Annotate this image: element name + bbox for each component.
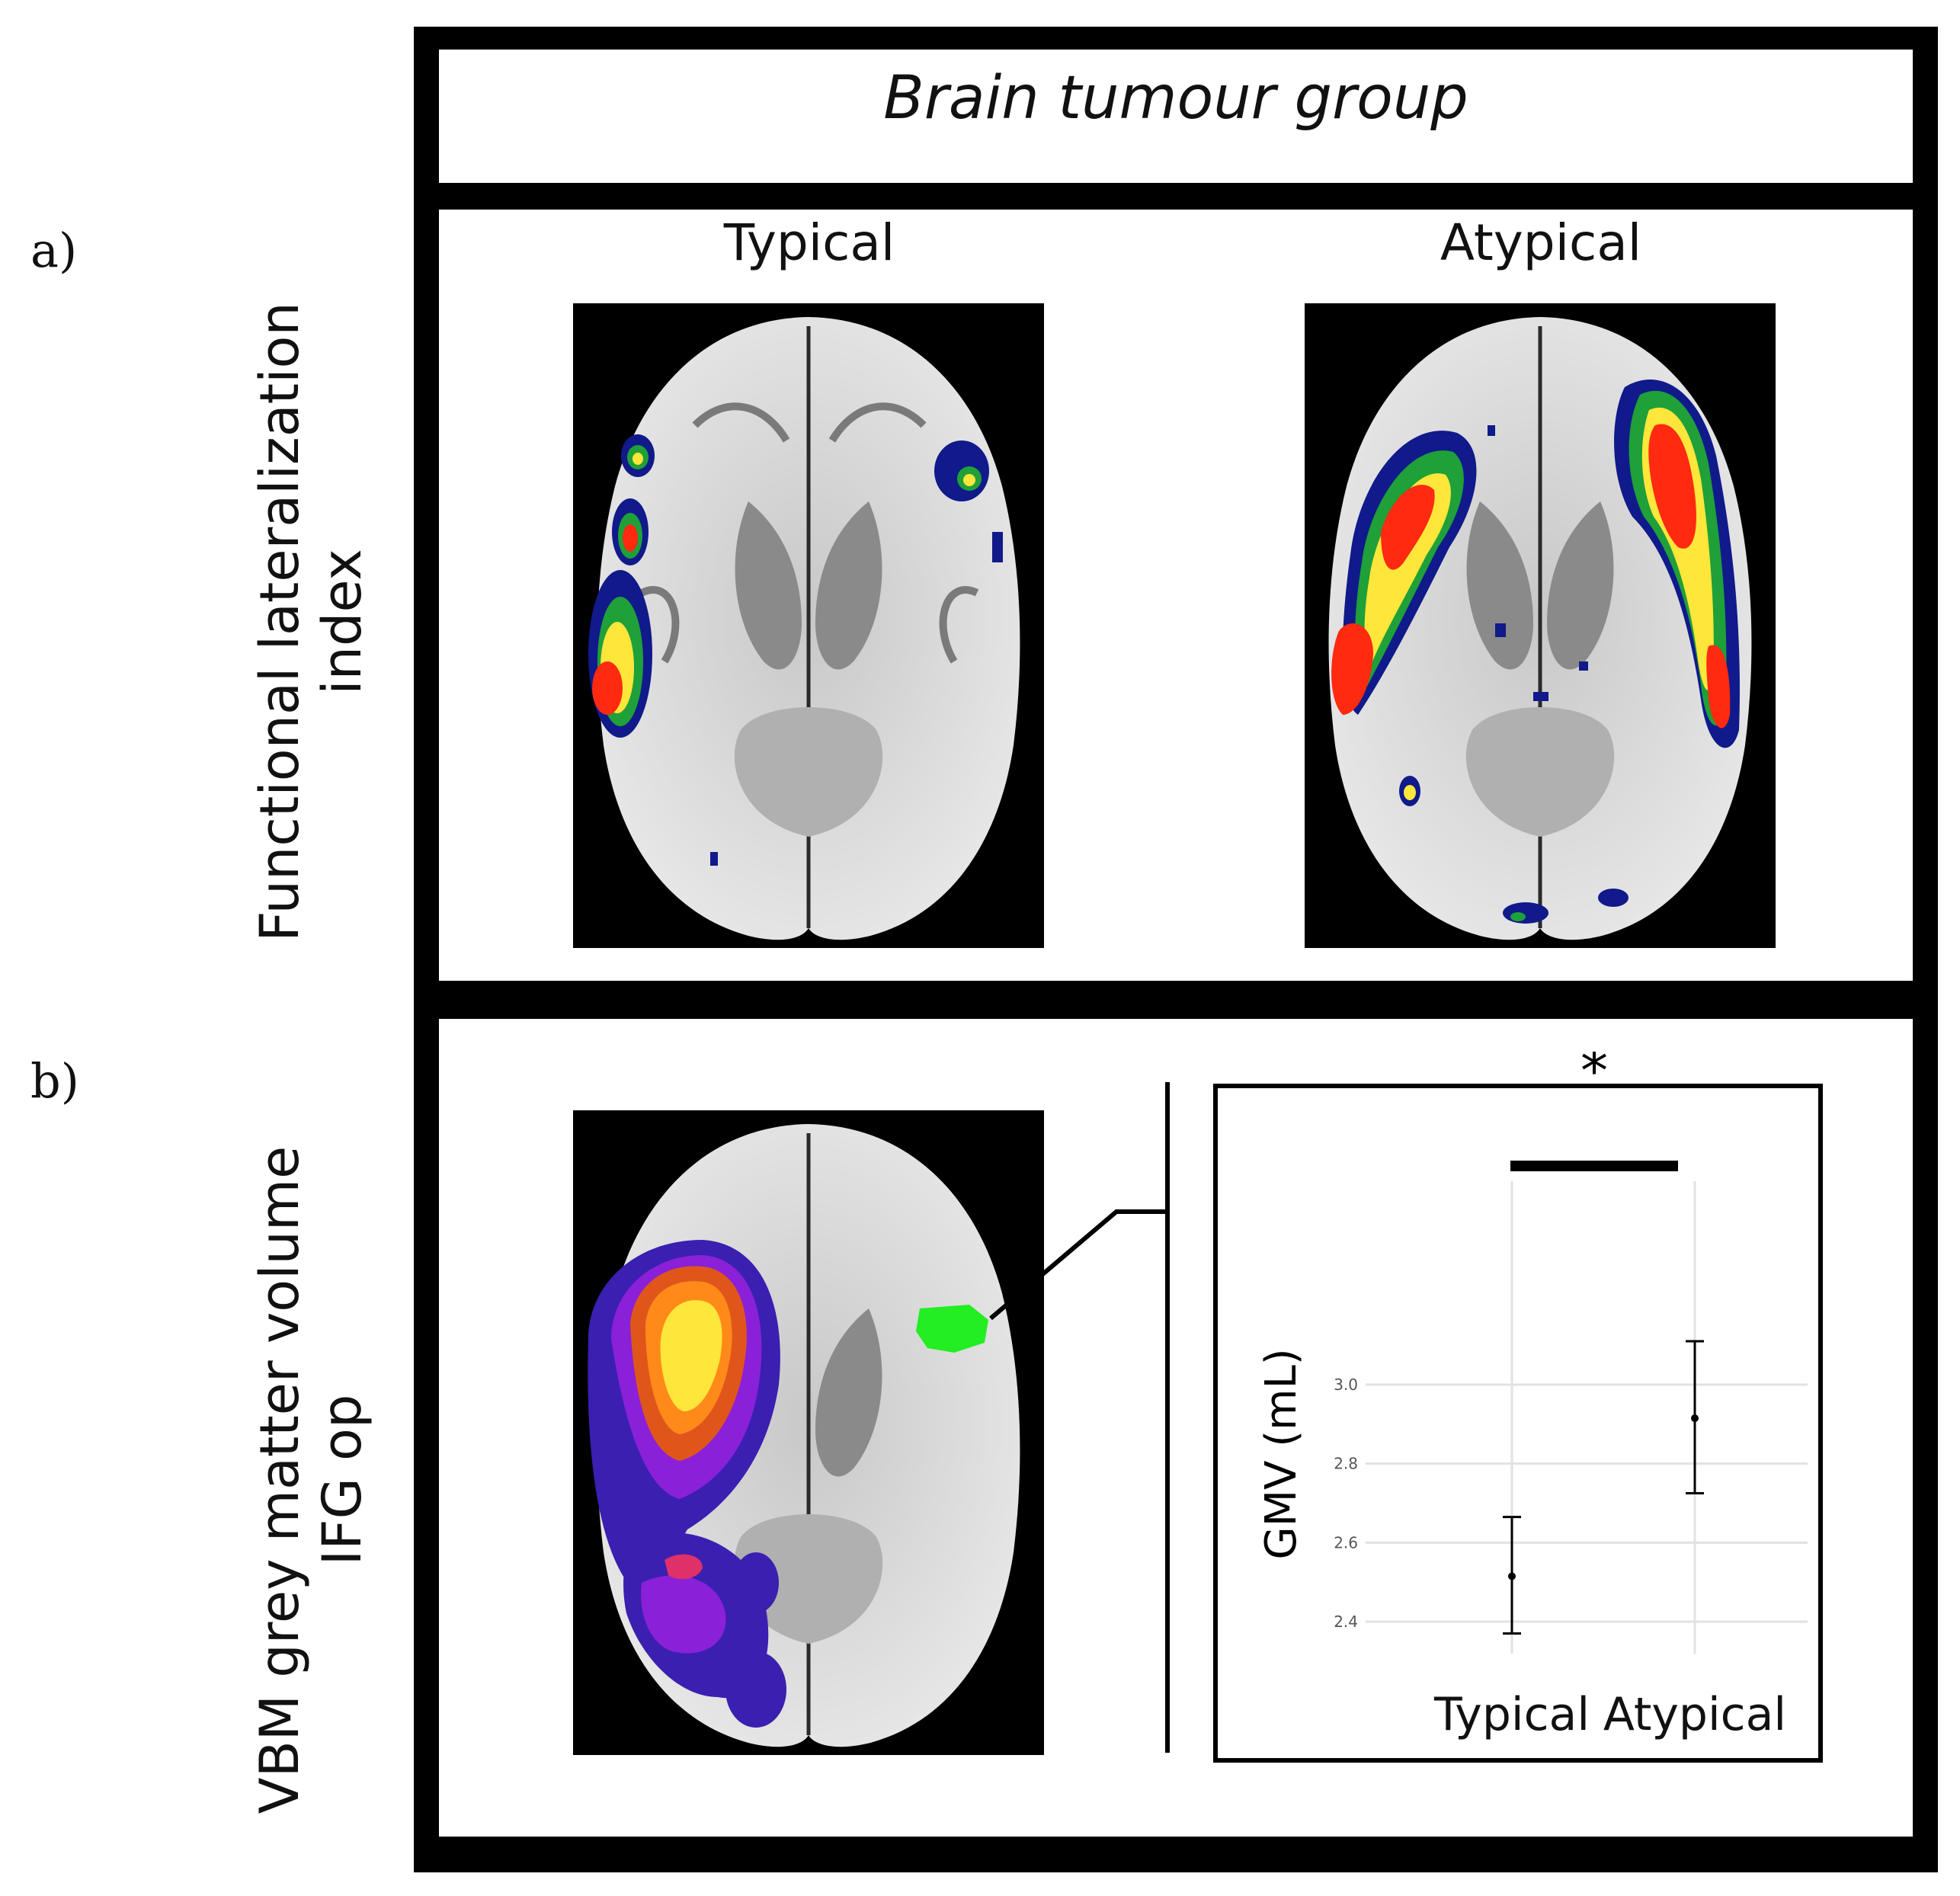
x-tick-label-1: Atypical <box>1603 1688 1786 1741</box>
frame-bottom <box>414 1837 1938 1872</box>
mean-point-1 <box>1691 1414 1699 1423</box>
col-head-typical: Typical <box>723 213 895 272</box>
y-tick-label-0: 2.4 <box>1334 1613 1358 1631</box>
frame-left <box>414 27 439 1872</box>
connector-lines <box>989 1082 1170 1753</box>
y-tick-label-3: 3.0 <box>1334 1376 1358 1394</box>
y-tick-label-1: 2.6 <box>1334 1533 1358 1552</box>
row-title-b-line2: IFG op <box>311 1394 373 1566</box>
row-title-a-line1: Functional lateralization <box>248 302 311 942</box>
row-title-a-line2: index <box>311 549 373 695</box>
frame-divider-2 <box>414 981 1938 1019</box>
significance-star: * <box>1580 1052 1608 1103</box>
brain-image-typical <box>573 303 1044 948</box>
row-title-a: Functional lateralization index <box>248 264 373 980</box>
brain-image-lesion-overlap <box>573 1110 1044 1755</box>
row-title-b-line1: VBM grey matter volume <box>248 1145 311 1814</box>
y-tick-label-2: 2.8 <box>1334 1455 1358 1473</box>
frame-divider-1 <box>414 183 1938 210</box>
panel-a-label: a) <box>30 223 78 278</box>
brain-image-atypical <box>1305 303 1776 948</box>
grid-layer: 2.4 2.6 2.8 3.0 <box>1334 1181 1808 1654</box>
y-axis-label: GMV (mL) <box>1257 1348 1306 1559</box>
chart-frame <box>1213 1084 1823 1763</box>
panel-b-label: b) <box>30 1053 79 1109</box>
header-title: Brain tumour group <box>883 64 1468 133</box>
frame-right <box>1913 27 1938 1872</box>
x-tick-label-0: Typical <box>1433 1688 1590 1741</box>
row-title-b: VBM grey matter volume IFG op <box>248 1091 373 1869</box>
col-head-atypical: Atypical <box>1440 213 1642 272</box>
mean-point-0 <box>1508 1572 1516 1581</box>
frame-top <box>414 27 1926 50</box>
